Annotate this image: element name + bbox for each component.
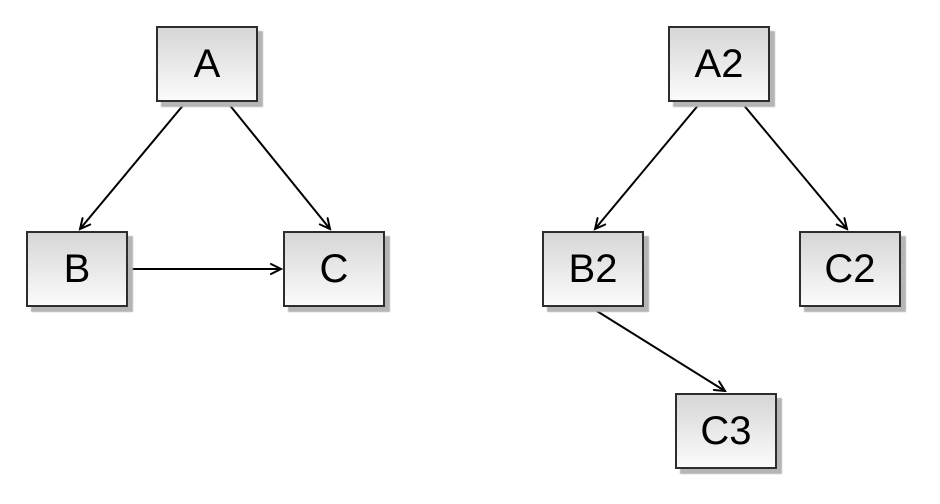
node-A2[interactable]: A2 [668,26,770,102]
node-label-C: C [319,247,349,291]
node-C3[interactable]: C3 [675,393,777,469]
node-C2[interactable]: C2 [799,231,901,307]
node-C[interactable]: C [283,231,385,307]
node-label-A: A [193,42,221,86]
edge-A-to-C[interactable] [227,102,330,229]
node-label-B2: B2 [568,247,618,291]
node-label-B: B [63,247,91,291]
node-B[interactable]: B [26,231,128,307]
edge-B2-to-C3[interactable] [591,307,725,391]
node-label-C2: C2 [824,247,876,291]
edge-A-to-B[interactable] [80,102,186,229]
node-A[interactable]: A [156,26,258,102]
edge-A2-to-B2[interactable] [595,102,701,229]
node-label-A2: A2 [694,42,744,86]
edge-A2-to-C2[interactable] [741,102,847,229]
node-B2[interactable]: B2 [542,231,644,307]
node-label-C3: C3 [700,409,752,453]
